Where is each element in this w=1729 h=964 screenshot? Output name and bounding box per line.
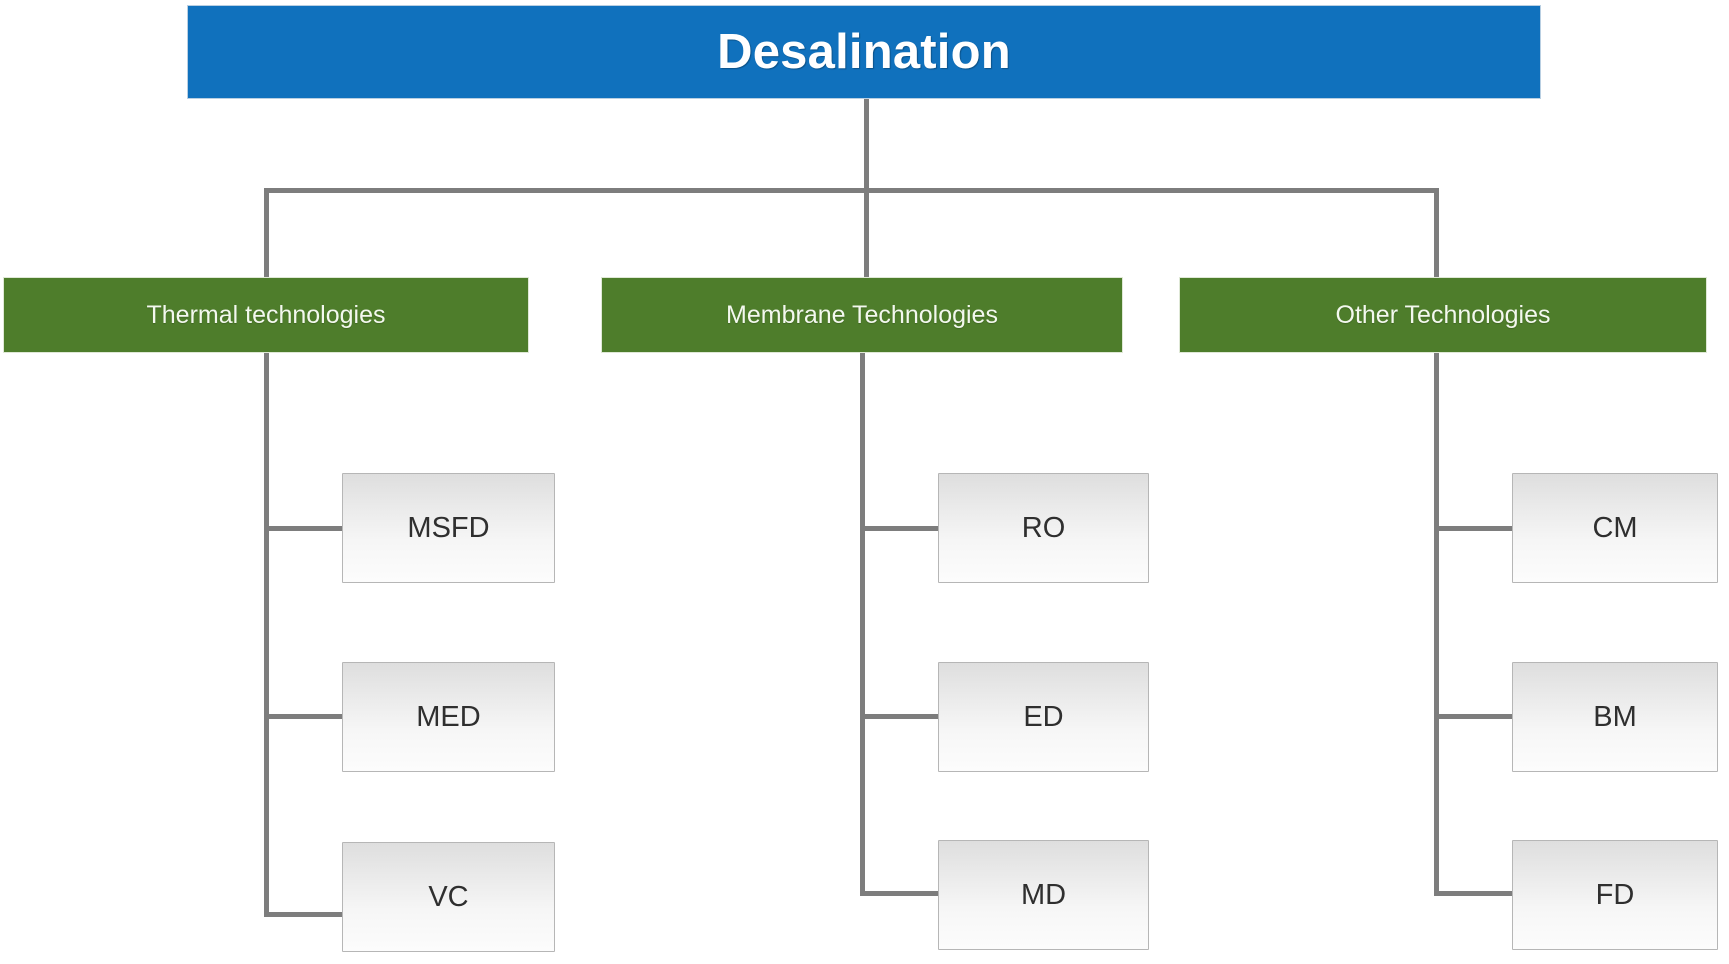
connector-root-stem (864, 98, 869, 193)
connector-stub-vc (264, 912, 344, 917)
node-thermal-technologies[interactable]: Thermal technologies (4, 278, 528, 352)
node-bm[interactable]: BM (1512, 662, 1718, 772)
node-bm-label: BM (1593, 700, 1637, 733)
connector-distribution-bar (264, 188, 1439, 193)
node-desalination[interactable]: Desalination (188, 6, 1540, 98)
node-vc[interactable]: VC (342, 842, 555, 952)
connector-stub-med (264, 714, 344, 719)
node-fd-label: FD (1595, 878, 1635, 911)
node-msfd[interactable]: MSFD (342, 473, 555, 583)
connector-stub-md (860, 891, 940, 896)
connector-drop-thermal (264, 188, 269, 280)
node-other-technologies-label: Other Technologies (1335, 300, 1551, 329)
connector-stub-ed (860, 714, 940, 719)
connector-stub-bm (1434, 714, 1514, 719)
node-desalination-label: Desalination (717, 24, 1011, 79)
node-other-technologies[interactable]: Other Technologies (1180, 278, 1706, 352)
node-ro[interactable]: RO (938, 473, 1149, 583)
node-md-label: MD (1020, 878, 1067, 911)
connector-spine-thermal (264, 352, 269, 917)
node-membrane-technologies[interactable]: Membrane Technologies (602, 278, 1122, 352)
connector-stub-msfd (264, 526, 344, 531)
connector-spine-other (1434, 352, 1439, 896)
node-membrane-technologies-label: Membrane Technologies (726, 300, 998, 329)
node-msfd-label: MSFD (407, 511, 490, 544)
connector-stub-fd (1434, 891, 1514, 896)
node-cm-label: CM (1592, 511, 1638, 544)
node-med-label: MED (416, 700, 481, 733)
node-ed-label: ED (1023, 700, 1064, 733)
node-ro-label: RO (1021, 511, 1066, 544)
node-vc-label: VC (428, 880, 469, 913)
node-fd[interactable]: FD (1512, 840, 1718, 950)
connector-stub-cm (1434, 526, 1514, 531)
node-med[interactable]: MED (342, 662, 555, 772)
node-md[interactable]: MD (938, 840, 1149, 950)
node-ed[interactable]: ED (938, 662, 1149, 772)
connector-stub-ro (860, 526, 940, 531)
node-thermal-technologies-label: Thermal technologies (146, 300, 386, 329)
node-cm[interactable]: CM (1512, 473, 1718, 583)
connector-drop-membrane (864, 188, 869, 280)
connector-drop-other (1434, 188, 1439, 280)
connector-spine-membrane (860, 352, 865, 896)
